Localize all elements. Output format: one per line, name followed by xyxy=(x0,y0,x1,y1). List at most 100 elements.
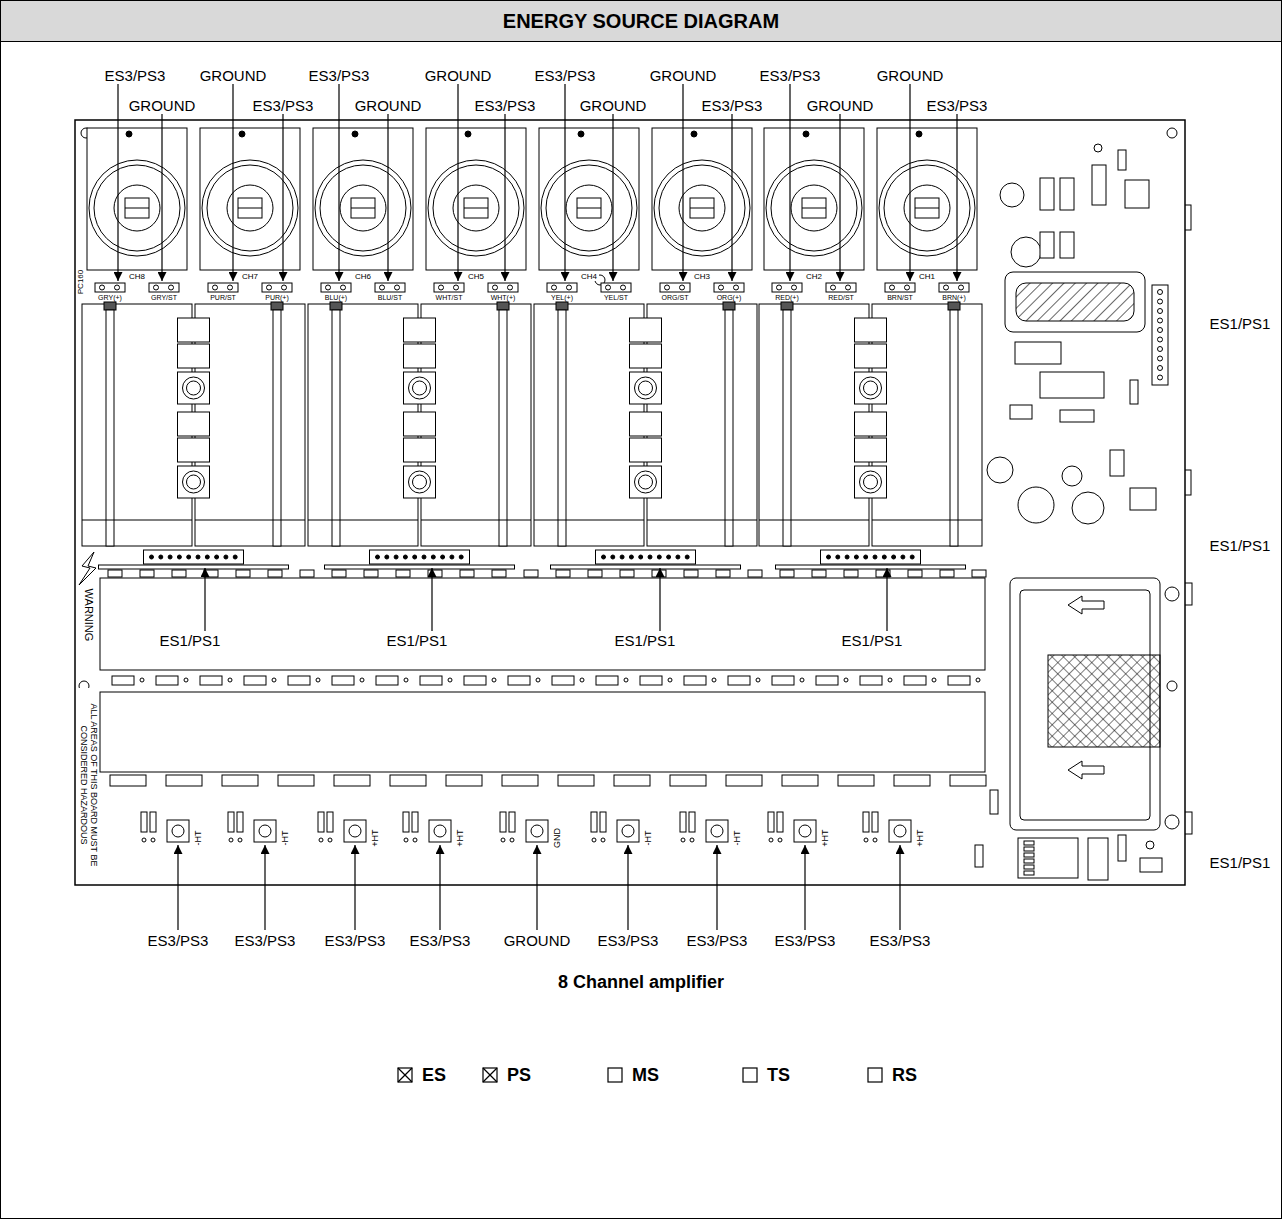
part-outline xyxy=(204,570,218,577)
part-outline xyxy=(439,285,444,290)
part-outline xyxy=(524,570,538,577)
part-outline xyxy=(777,285,782,290)
part-outline xyxy=(200,676,222,685)
checkbox-label: MS xyxy=(630,1066,661,1084)
part-outline xyxy=(657,555,661,559)
part-outline xyxy=(882,555,886,559)
callout-label: ES1/PS1 xyxy=(613,633,678,648)
part-outline xyxy=(600,812,606,832)
callout-label: ES3/PS3 xyxy=(473,98,538,113)
part-outline xyxy=(370,550,470,564)
part-line xyxy=(195,520,305,521)
part-outline xyxy=(1016,283,1134,321)
part-outline xyxy=(772,283,802,292)
part-outline xyxy=(396,570,410,577)
part-outline xyxy=(596,550,696,564)
part-outline xyxy=(681,838,685,842)
part-outline xyxy=(168,555,172,559)
part-outline xyxy=(94,165,180,251)
part-outline xyxy=(404,372,436,404)
part-outline xyxy=(502,775,538,786)
part-line xyxy=(125,208,149,209)
part-outline xyxy=(404,412,436,436)
leader-line xyxy=(956,114,957,281)
part-outline xyxy=(434,825,446,837)
arrow-symbol xyxy=(1068,596,1104,614)
part-outline xyxy=(441,555,445,559)
part-outline xyxy=(422,555,426,559)
part-outline xyxy=(499,310,507,546)
part-outline xyxy=(110,775,146,786)
part-outline xyxy=(778,838,782,842)
part-outline xyxy=(680,812,686,832)
part-outline xyxy=(558,310,566,546)
leader-line xyxy=(682,84,683,281)
part-outline xyxy=(872,812,878,832)
part-outline xyxy=(500,812,506,832)
part-outline xyxy=(596,676,618,685)
part-outline xyxy=(1158,375,1163,380)
leader-line xyxy=(204,568,205,631)
part-outline xyxy=(1158,290,1163,295)
part-outline xyxy=(1158,366,1163,371)
part-outline xyxy=(412,812,418,832)
leader-line xyxy=(564,84,565,281)
part-outline xyxy=(316,678,320,682)
silkscreen-text: +HT xyxy=(371,827,380,848)
part-outline xyxy=(905,285,910,290)
leader-line xyxy=(431,568,432,631)
silkscreen-text: PC160 xyxy=(77,268,85,296)
part-line xyxy=(308,520,418,521)
wire-label: PUR(+) xyxy=(263,294,291,301)
part-outline xyxy=(640,676,662,685)
part-outline xyxy=(635,377,657,399)
part-outline xyxy=(1040,372,1104,398)
part-outline xyxy=(236,570,250,577)
part-outline xyxy=(1158,337,1163,342)
part-outline xyxy=(177,555,181,559)
part-outline xyxy=(364,570,378,577)
wire-label: WHT(+) xyxy=(489,294,518,301)
part-outline xyxy=(783,310,791,546)
part-outline xyxy=(390,775,426,786)
callout-label: GROUND xyxy=(875,68,946,83)
part-outline xyxy=(159,555,163,559)
part-outline xyxy=(652,128,752,270)
part-outline xyxy=(453,185,499,231)
part-outline xyxy=(508,676,530,685)
part-outline xyxy=(228,678,232,682)
silkscreen-text: GND xyxy=(553,826,562,850)
callout-label: GROUND xyxy=(198,68,269,83)
part-outline xyxy=(556,302,568,310)
leader-line xyxy=(232,84,233,281)
part-outline xyxy=(196,555,200,559)
part-outline xyxy=(1048,655,1160,747)
part-outline xyxy=(668,678,672,682)
wire-label: RED(+) xyxy=(773,294,801,301)
part-outline xyxy=(728,676,750,685)
part-outline xyxy=(876,570,890,577)
part-outline xyxy=(1092,165,1106,205)
part-outline xyxy=(178,318,210,342)
part-outline xyxy=(558,775,594,786)
leader-lines xyxy=(118,84,957,930)
part-outline xyxy=(860,377,882,399)
channel-label: CH8 xyxy=(127,273,147,281)
part-outline xyxy=(376,676,398,685)
wire-label: BRN(+) xyxy=(940,294,968,301)
part-outline xyxy=(1158,328,1163,333)
wire-label: ORG(+) xyxy=(715,294,744,301)
part-outline xyxy=(1018,838,1078,878)
callout-label: ES3/PS3 xyxy=(233,933,298,948)
part-outline xyxy=(267,285,272,290)
part-outline xyxy=(308,304,418,546)
part-outline xyxy=(254,820,276,842)
part-outline xyxy=(648,555,652,559)
callout-label: ES1/PS1 xyxy=(158,633,223,648)
part-outline xyxy=(115,285,120,290)
part-outline xyxy=(855,412,887,436)
callout-label: ES1/PS1 xyxy=(840,633,905,648)
part-outline xyxy=(178,372,210,404)
